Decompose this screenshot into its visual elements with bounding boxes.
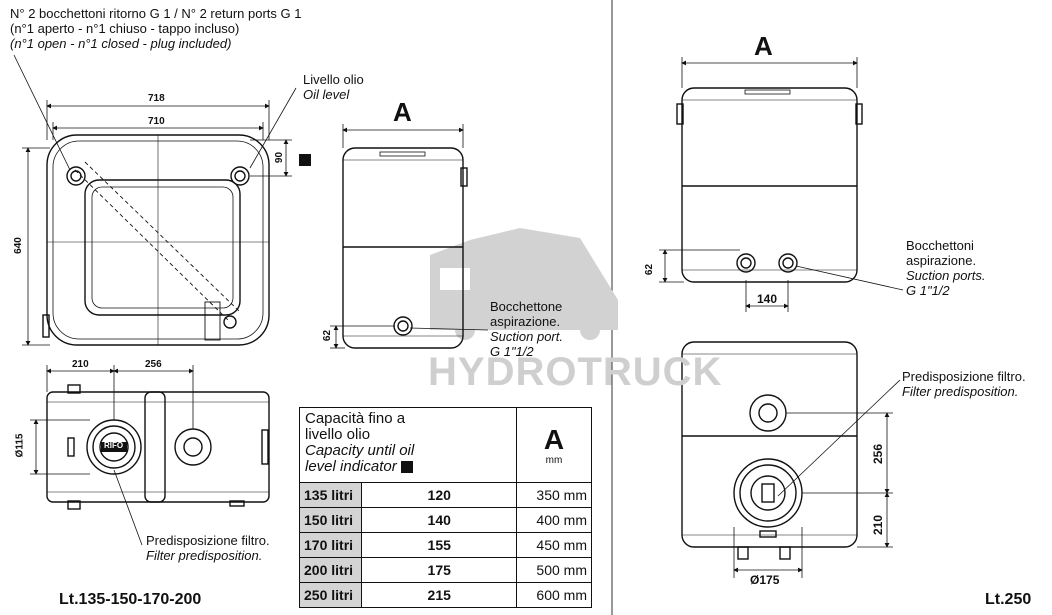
dim-lines-top-left <box>13 54 297 346</box>
dim-lines-front-right <box>659 57 904 312</box>
filter-label-right: Predisposizione filtro. Filter predispos… <box>902 369 1026 399</box>
dim-62-right: 62 <box>644 263 656 276</box>
tank-side-view-left <box>46 384 270 510</box>
dim-lines-side-left <box>30 365 194 546</box>
filter-badge: RIFO <box>104 441 124 450</box>
capacity-table: Capacità fino a livello olio Capacity un… <box>298 407 592 608</box>
return-ports-label: N° 2 bocchettoni ritorno G 1 / N° 2 retu… <box>10 6 302 51</box>
oil-level-label: Livello olio Oil level <box>303 72 364 102</box>
watermark-text: HYDROTRUCK <box>428 350 723 394</box>
dim-256-left: 256 <box>145 359 162 370</box>
table-row: 150 litri 140 400 mm <box>298 507 592 533</box>
tank-top-view-left <box>42 134 270 346</box>
view-label-a-left: A <box>393 97 412 127</box>
dim-210-right: 210 <box>871 514 886 536</box>
filter-badge-bg <box>101 442 127 452</box>
suction-port-label: Bocchettone aspirazione. Suction port. G… <box>490 299 563 359</box>
filter-label-left: Predisposizione filtro. Filter predispos… <box>146 533 270 563</box>
watermark-truck-icon <box>430 228 618 340</box>
tank-side-view-right <box>681 341 858 560</box>
table-header-row: Capacità fino a livello olio Capacity un… <box>299 407 592 483</box>
tank-front-view-left <box>342 147 468 349</box>
dim-210-left: 210 <box>72 359 89 370</box>
dim-256-right: 256 <box>871 443 886 465</box>
dim-175: Ø175 <box>750 573 780 587</box>
table-header-a: A mm <box>516 407 592 483</box>
oil-level-square-icon <box>400 461 413 474</box>
model-label-right: Lt.250 <box>985 591 1032 608</box>
dim-62-left: 62 <box>322 329 334 342</box>
dim-115: Ø115 <box>14 433 26 458</box>
dim-140: 140 <box>757 292 778 306</box>
suction-ports-label: Bocchettoni aspirazione. Suction ports. … <box>906 238 986 298</box>
tank-front-view-right <box>676 87 863 283</box>
table-header-capacity: Capacità fino a livello olio Capacity un… <box>299 407 517 483</box>
oil-level-marker <box>299 154 311 166</box>
table-row: 135 litri 120 350 mm <box>298 482 592 508</box>
dim-lines-front-left <box>330 124 489 349</box>
dim-640: 640 <box>12 237 24 254</box>
table-row: 200 litri 175 500 mm <box>298 557 592 583</box>
model-label-left: Lt.135-150-170-200 <box>59 591 202 608</box>
dim-lines-side-right <box>733 379 901 578</box>
table-row: 250 litri 215 600 mm <box>298 582 592 608</box>
dim-710: 710 <box>148 116 165 127</box>
dim-718: 718 <box>148 93 165 104</box>
dim-90: 90 <box>274 151 286 164</box>
view-label-a-right: A <box>754 31 773 61</box>
table-row: 170 litri 155 450 mm <box>298 532 592 558</box>
